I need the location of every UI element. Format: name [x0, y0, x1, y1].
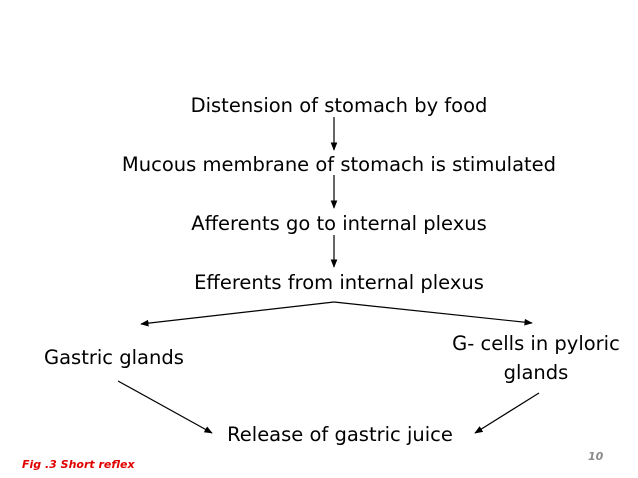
node-g-cells-line2: glands — [503, 361, 569, 384]
node-release: Release of gastric juice — [227, 423, 453, 446]
page-number: 10 — [588, 450, 604, 463]
node-distension: Distension of stomach by food — [190, 94, 488, 117]
node-efferents: Efferents from internal plexus — [194, 271, 484, 294]
arrow-efferents-to-g-cells — [333, 301, 533, 326]
node-gastric-glands: Gastric glands — [44, 346, 184, 369]
arrow-gastric-glands-to-release — [117, 380, 213, 434]
arrow-efferents-to-gastric-glands — [140, 301, 335, 327]
node-mucous-membrane: Mucous membrane of stomach is stimulated — [121, 153, 557, 176]
node-g-cells-line1: G- cells in pyloric — [452, 332, 620, 355]
arrow-g-cells-to-release — [474, 392, 540, 434]
figure-caption: Fig .3 Short reflex — [22, 458, 135, 471]
node-afferents: Afferents go to internal plexus — [191, 212, 487, 235]
